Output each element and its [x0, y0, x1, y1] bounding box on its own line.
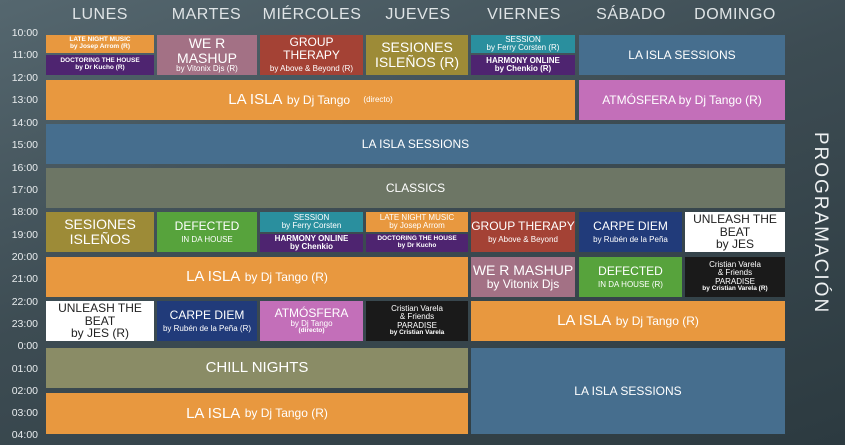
time-label: 10:00 — [11, 27, 38, 39]
time-label: 14:00 — [11, 117, 38, 129]
day-header-sabado: SÁBADO — [596, 6, 666, 23]
time-label: 17:00 — [11, 184, 38, 196]
time-label: 16:00 — [11, 162, 38, 174]
time-label: 20:00 — [11, 251, 38, 263]
program-block-atmosfera[interactable]: ATMÓSFERA by Dj Tango (R) — [579, 80, 785, 120]
program-block-la-isla-sessions-all[interactable]: LA ISLA SESSIONS — [46, 124, 785, 164]
time-label: 15:00 — [11, 139, 38, 151]
day-header-viernes: VIERNES — [487, 6, 561, 23]
programacion-title: PROGRAMACIÓN — [810, 131, 831, 315]
time-label: 21:00 — [11, 273, 38, 285]
day-header-martes: MARTES — [171, 6, 242, 23]
time-label: 01:00 — [11, 363, 38, 375]
program-block-la-isla[interactable]: LA ISLA by Dj Tango (directo) — [46, 80, 575, 120]
program-block-la-isla[interactable]: LA ISLA by Dj Tango (R) — [46, 257, 468, 297]
program-block-la-isla[interactable]: LA ISLA by Dj Tango (R) — [471, 301, 785, 341]
time-label: 22:00 — [11, 296, 38, 308]
time-label: 18:00 — [11, 206, 38, 218]
time-label: 02:00 — [11, 385, 38, 397]
time-label: 0:00 — [17, 340, 38, 352]
program-block-classics[interactable]: CLASSICS — [46, 168, 785, 208]
time-label: 04:00 — [11, 429, 38, 441]
day-header-domingo: DOMINGO — [694, 6, 776, 23]
day-header-lunes: LUNES — [72, 6, 128, 23]
day-header-jueves: JUEVES — [385, 6, 451, 23]
time-label: 11:00 — [12, 49, 39, 61]
time-label: 23:00 — [11, 318, 38, 330]
program-block-chill-nights[interactable]: CHILL NIGHTS — [46, 348, 468, 388]
program-block-la-isla-sessions[interactable]: LA ISLA SESSIONS — [579, 35, 785, 75]
time-label: 12:00 — [11, 72, 38, 84]
time-label: 03:00 — [11, 407, 38, 419]
time-label: 13:00 — [11, 94, 38, 106]
program-block-la-isla[interactable]: LA ISLA by Dj Tango (R) — [46, 393, 468, 434]
day-header-miercoles: MIÉRCOLES — [262, 6, 362, 23]
program-block-la-isla-sessions[interactable]: LA ISLA SESSIONS — [471, 348, 785, 434]
time-label: 19:00 — [11, 229, 38, 241]
